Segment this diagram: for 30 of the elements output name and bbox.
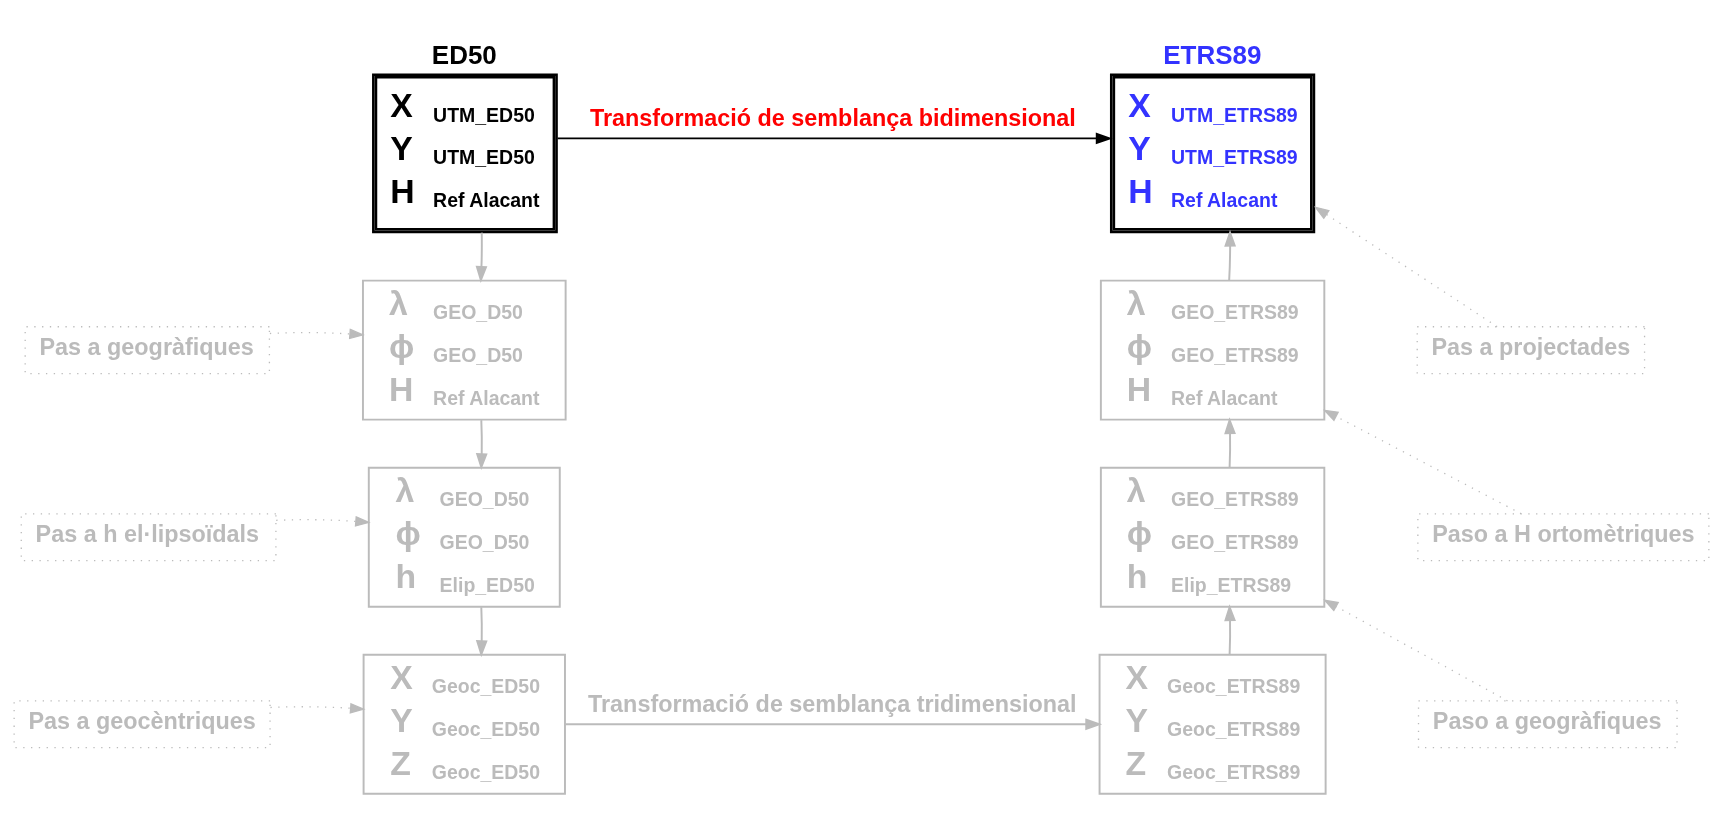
node-box: Paso a geogràfiques	[1417, 700, 1678, 749]
node-box: λ GEO_ETRS89 ϕ GEO_ETRS89 h Elip_ETRS89	[1099, 466, 1326, 608]
arrow	[269, 702, 366, 714]
node-box: λ GEO_D50 ϕ GEO_D50 h Elip_ED50	[367, 466, 561, 608]
node-label: ED50	[431, 40, 497, 71]
node-box: λ GEO_D50 ϕ GEO_D50 H Ref Alacant	[361, 279, 567, 421]
node-label: ETRS89	[1163, 40, 1262, 71]
node-box: λ GEO_ETRS89 ϕ GEO_ETRS89 H Ref Alacant	[1099, 279, 1326, 421]
node-box: X Geoc_ETRS89 Y Geoc_ETRS89 Z Geoc_ETRS89	[1098, 653, 1327, 795]
arrow	[475, 419, 488, 471]
arrow	[1322, 599, 1509, 702]
arrow	[475, 606, 488, 658]
arrow	[1224, 417, 1236, 469]
node-box: Pas a h el·lipsoïdals	[20, 513, 277, 562]
arrow	[275, 515, 371, 527]
arrow	[1313, 206, 1498, 328]
node-box: Pas a projectades	[1416, 326, 1646, 375]
node-box: Pas a geogràfiques	[24, 326, 271, 375]
edge-label: Transformació de semblança bidimensional	[589, 104, 1076, 131]
node-box: Paso a H ortomètriques	[1417, 513, 1710, 562]
arrow	[269, 328, 365, 340]
arrow	[1224, 604, 1236, 656]
edge-label: Transformació de semblança tridimensional	[588, 690, 1077, 717]
node-box: Pas a geocèntriques	[13, 700, 271, 749]
arrow	[475, 231, 488, 283]
arrow	[556, 132, 1113, 145]
node-box: X Geoc_ED50 Y Geoc_ED50 Z Geoc_ED50	[362, 653, 566, 795]
arrow	[564, 718, 1103, 731]
arrow	[1224, 229, 1237, 281]
arrow	[1322, 409, 1522, 515]
